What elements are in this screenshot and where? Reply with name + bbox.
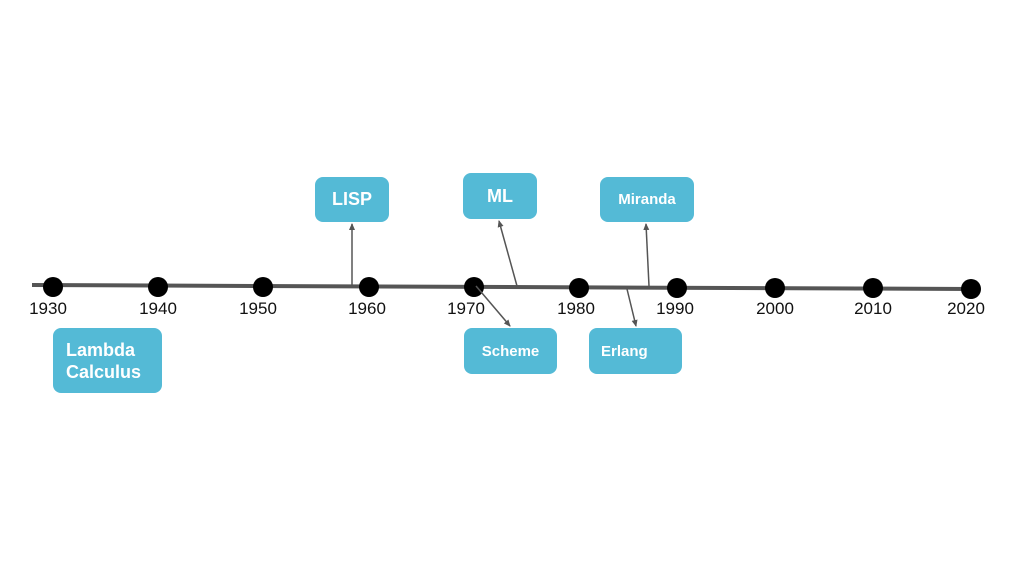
year-dot-1980 [569, 278, 589, 298]
year-label-1940: 1940 [139, 299, 177, 318]
year-markers [43, 277, 981, 299]
scheme-arrow [475, 285, 511, 327]
year-label-1930: 1930 [29, 299, 67, 318]
year-label-2020: 2020 [947, 299, 985, 318]
year-label-1990: 1990 [656, 299, 694, 318]
erlang-box: Erlang [589, 328, 682, 374]
ml-arrow [497, 220, 518, 287]
year-dot-1990 [667, 278, 687, 298]
erlang-arrow [626, 288, 638, 327]
year-dot-1950 [253, 277, 273, 297]
lambda-calculus-box: Lambda Calculus [53, 328, 162, 393]
year-label-1980: 1980 [557, 299, 595, 318]
year-dot-2010 [863, 278, 883, 298]
year-dot-1960 [359, 277, 379, 297]
year-dot-2000 [765, 278, 785, 298]
year-dot-1930 [43, 277, 63, 297]
year-dot-1940 [148, 277, 168, 297]
year-label-1960: 1960 [348, 299, 386, 318]
year-label-2010: 2010 [854, 299, 892, 318]
miranda-box: Miranda [600, 177, 694, 222]
lisp-box: LISP [315, 177, 389, 222]
year-label-1970: 1970 [447, 299, 485, 318]
ml-box: ML [463, 173, 537, 219]
miranda-arrow [643, 223, 650, 287]
year-label-1950: 1950 [239, 299, 277, 318]
scheme-box: Scheme [464, 328, 557, 374]
year-dot-1970 [464, 277, 484, 297]
timeline-axis [31, 283, 973, 291]
year-label-2000: 2000 [756, 299, 794, 318]
year-dot-2020 [961, 279, 981, 299]
